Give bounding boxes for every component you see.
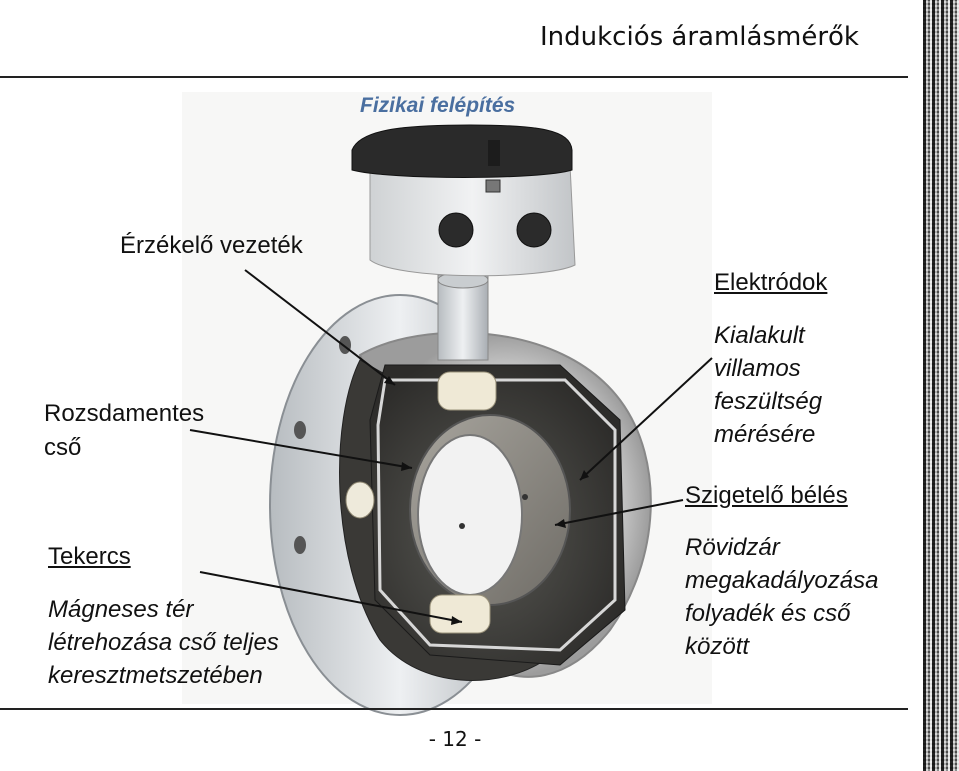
label-coil: Tekercs: [48, 543, 131, 570]
figure-title: Fizikai felépítés: [360, 94, 516, 117]
label-liner-desc-3: folyadék és cső: [685, 600, 851, 627]
footer-divider: [0, 708, 908, 710]
cable-gland-right: [516, 212, 552, 248]
label-liner-desc-4: között: [685, 633, 750, 660]
label-liner: Szigetelő bélés: [685, 482, 848, 509]
connector: [488, 140, 500, 166]
meter-body: [339, 331, 652, 681]
electrode-left: [345, 481, 375, 519]
label-electrodes-desc-2: villamos: [714, 355, 801, 382]
header-divider: [0, 76, 908, 78]
page-title: Indukciós áramlásmérők: [540, 22, 859, 52]
leader-liner: [554, 499, 684, 526]
label-liner-desc-1: Rövidzár: [685, 534, 780, 561]
coil-bottom: [429, 594, 491, 634]
leader-sensor-wire: [244, 269, 396, 386]
flange-bolt-hole: [339, 336, 351, 354]
label-liner-desc-2: megakadályozása: [685, 567, 879, 594]
cable-gland-left: [438, 212, 474, 248]
coil-top: [437, 371, 497, 411]
label-stainless-pipe-1: Rozsdamentes: [44, 400, 205, 427]
label-coil-desc-1: Mágneses tér: [48, 596, 194, 623]
meter-neck: [437, 271, 489, 361]
label-coil-desc-2: létrehozása cső teljes: [48, 629, 279, 656]
label-electrodes: Elektródok: [714, 269, 828, 296]
leader-coil: [199, 571, 463, 623]
flange-bolt-hole: [294, 421, 306, 439]
label-electrodes-desc-1: Kialakult: [714, 322, 805, 349]
label-sensor-wire: Érzékelő vezeték: [120, 232, 303, 259]
decorative-edge-strip: [923, 0, 959, 771]
transmitter-box: [351, 124, 576, 277]
label-stainless-pipe-2: cső: [44, 434, 82, 461]
label-electrodes-desc-3: feszültség: [714, 388, 823, 415]
label-coil-desc-3: keresztmetszetében: [48, 662, 263, 689]
leader-stainless-pipe: [189, 429, 413, 469]
flange-bolt-hole: [294, 536, 306, 554]
page-number: - 12 -: [428, 727, 482, 751]
label-electrodes-desc-4: mérésére: [714, 421, 816, 448]
leader-electrodes: [579, 357, 713, 481]
